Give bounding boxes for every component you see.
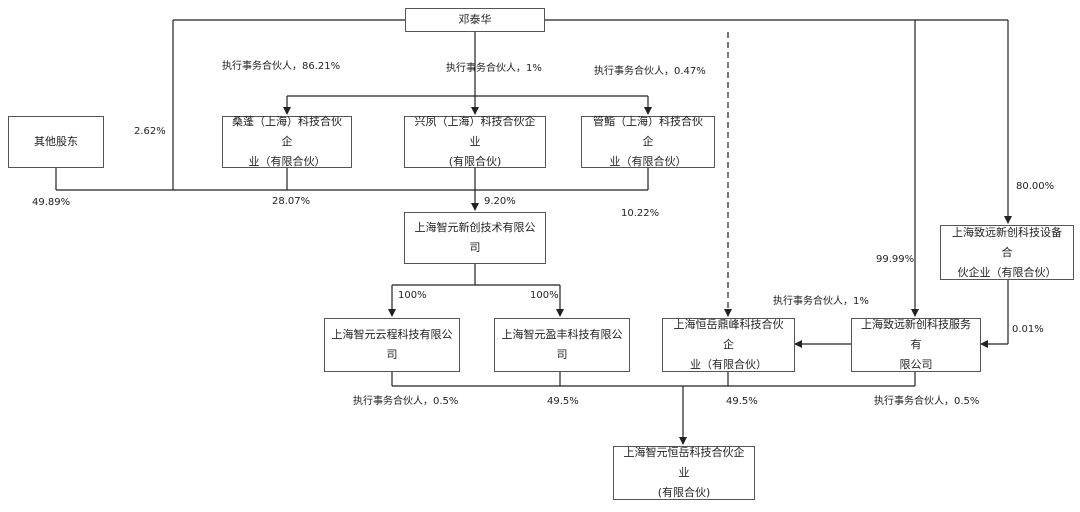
label-920: 9.20% [484,196,516,207]
label-exec-8621: 执行事务合伙人，86.21% [222,61,341,72]
node-xingfeng: 兴夙（上海）科技合伙企业 (有限合伙) [404,115,546,168]
node-hengyue-dingfeng: 上海恒岳鼎峰科技合伙企 业（有限合伙） [662,318,795,372]
node-zhiyuan-yingfeng: 上海智元盈丰科技有限公 司 [494,318,630,372]
node-guanyu: 管鮨（上海）科技合伙企 业（有限合伙） [581,115,715,168]
node-zhiyuan-shebei: 上海致远新创科技设备合 伙企业（有限合伙） [940,225,1074,280]
label-100-b: 100% [530,290,559,301]
label-001: 0.01% [1012,324,1044,335]
node-zheng-taihua: 邓泰华 [405,8,545,32]
node-zhiyuan-fuwu: 上海致远新创科技服务有 限公司 [851,318,981,372]
label-4989: 49.89% [32,197,71,208]
node-other-shareholders: 其他股东 [8,116,104,168]
label-exec-1: 执行事务合伙人，1% [446,63,542,74]
node-zhiyuan-xinchuang: 上海智元新创技术有限公司 [404,212,546,264]
label-1022: 10.22% [621,208,660,219]
label-495-a: 49.5% [547,396,579,407]
label-8000: 80.00% [1016,181,1055,192]
node-final-hengyue: 上海智元恒岳科技合伙企业 (有限合伙) [613,446,755,500]
label-exec-05-a: 执行事务合伙人，0.5% [353,396,459,407]
label-exec-1-b: 执行事务合伙人，1% [773,296,869,307]
label-9999: 99.99% [876,254,915,265]
label-exec-05-b: 执行事务合伙人，0.5% [874,396,980,407]
label-100-a: 100% [398,290,427,301]
node-sangpeng: 桑蓬（上海）科技合伙企 业（有限合伙） [222,115,352,168]
label-exec-047: 执行事务合伙人，0.47% [594,66,706,77]
label-262: 2.62% [134,126,166,137]
node-zhiyuan-yuncheng: 上海智元云程科技有限公 司 [324,318,460,372]
label-495-b: 49.5% [726,396,758,407]
label-2807: 28.07% [272,196,311,207]
